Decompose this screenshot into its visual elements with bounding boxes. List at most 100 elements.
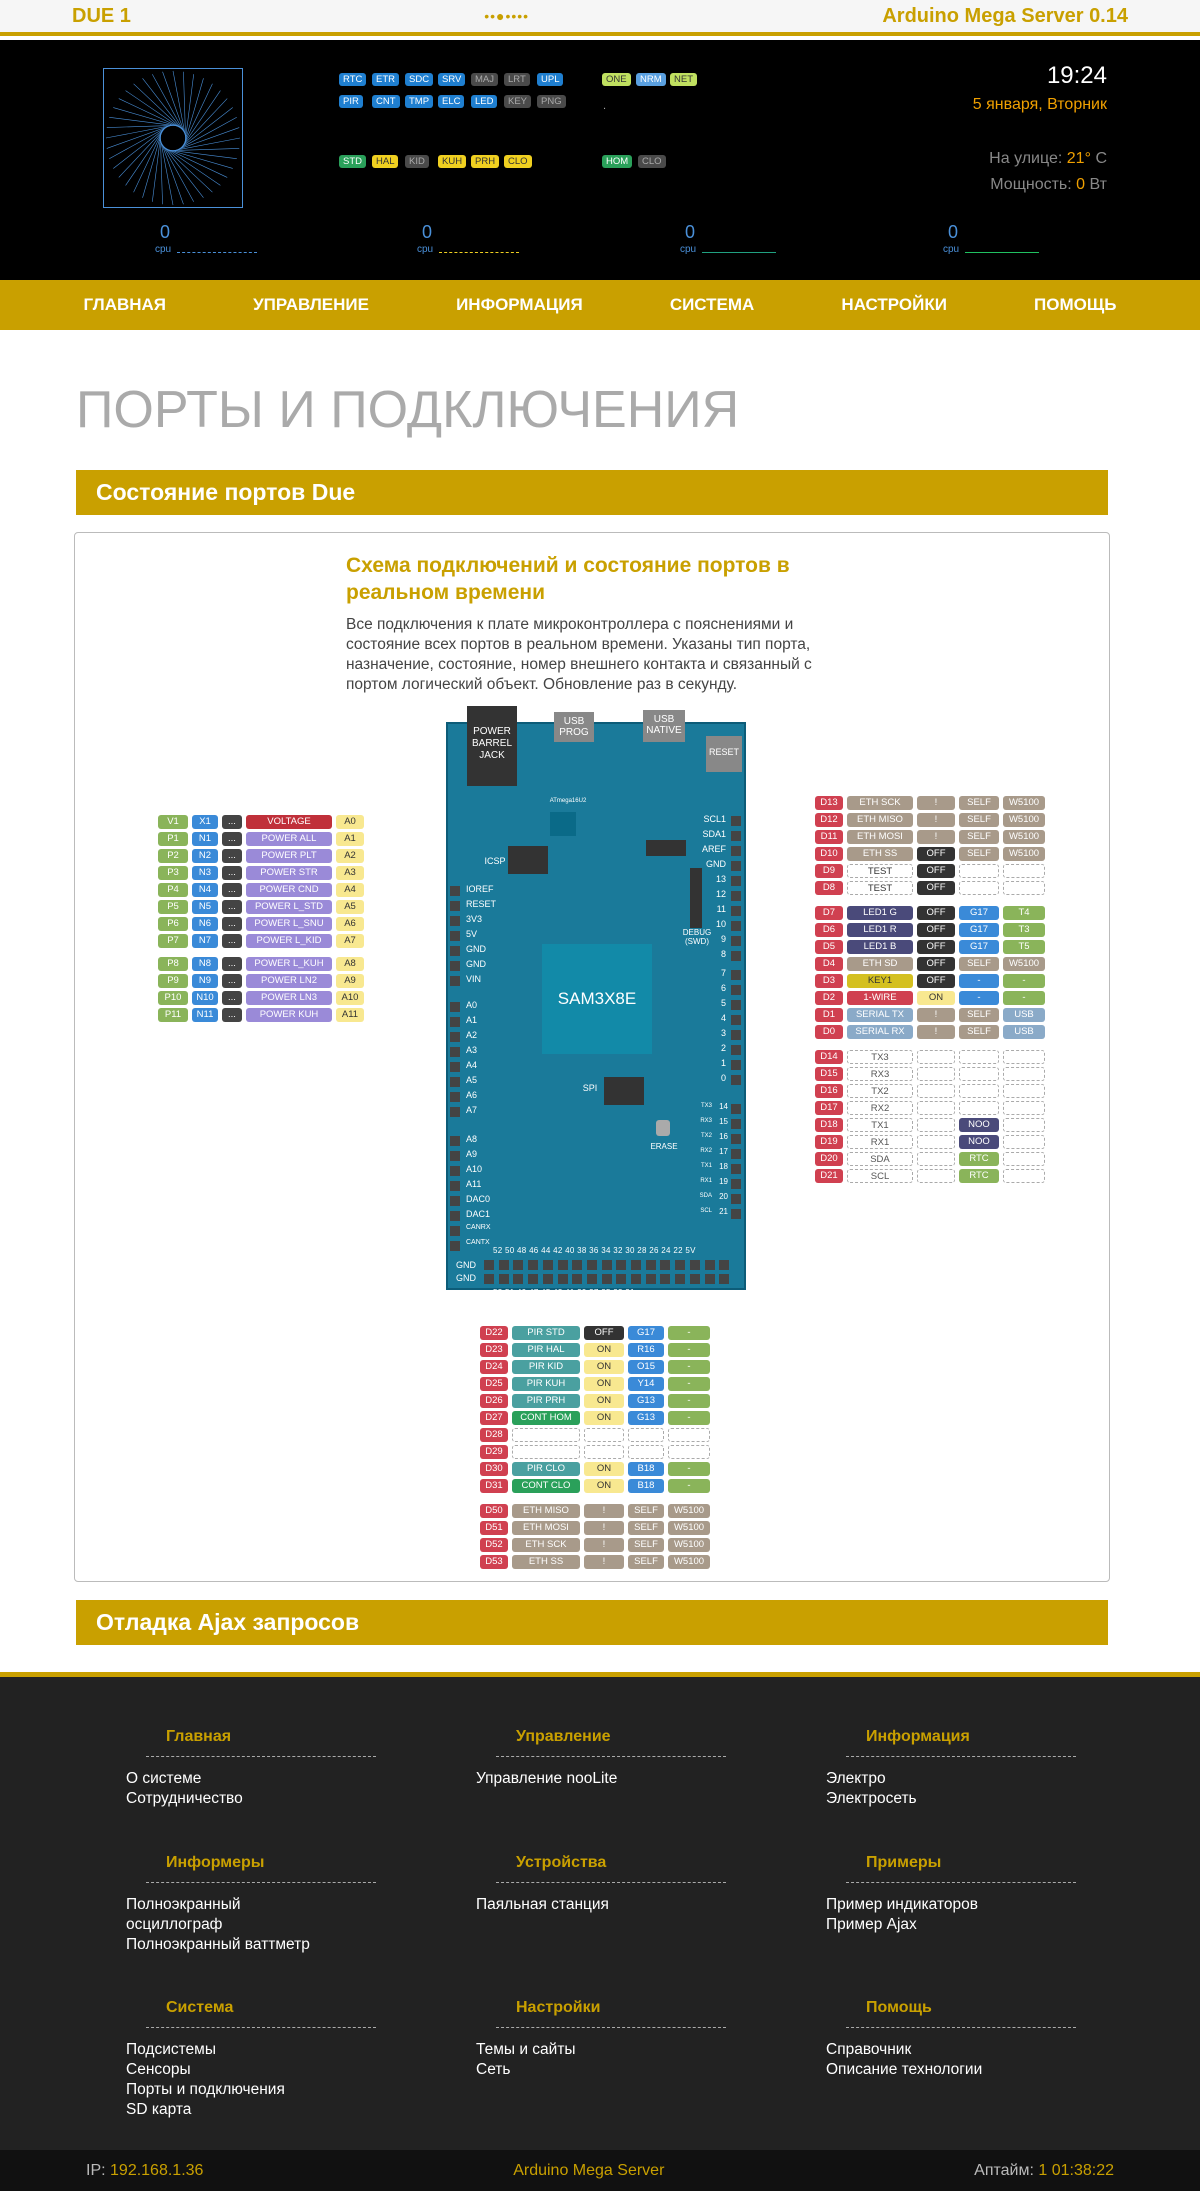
- row-d-label: D3: [815, 974, 843, 988]
- row-device: T3: [1003, 923, 1045, 937]
- pin-sublabel: TX2: [700, 1133, 712, 1139]
- row-state: [917, 1050, 955, 1064]
- badge-clo: CLO: [504, 155, 532, 168]
- row-d-label: D50: [480, 1504, 508, 1518]
- footer-link[interactable]: Электро: [826, 1770, 886, 1787]
- footer-link[interactable]: Справочник: [826, 2041, 912, 2058]
- row-n-label: N9: [192, 974, 218, 988]
- pin-label-d13: 13: [715, 874, 726, 884]
- row-n-label: N8: [192, 957, 218, 971]
- footer-link[interactable]: Пример Ajax: [826, 1916, 917, 1933]
- row-d-label: D7: [815, 906, 843, 920]
- pin-socket: [450, 886, 460, 896]
- pin-sublabel: SDA: [699, 1193, 712, 1199]
- footer-link[interactable]: Сотрудничество: [126, 1790, 243, 1807]
- footer-col-title: Настройки: [516, 1999, 601, 2016]
- footer-link[interactable]: Паяльная станция: [476, 1896, 609, 1913]
- row-object: G17: [959, 923, 999, 937]
- pin-socket: [450, 916, 460, 926]
- badge-png: PNG: [537, 95, 566, 108]
- pin-label-a5: A5: [466, 1075, 478, 1085]
- nav-settings[interactable]: НАСТРОЙКИ: [841, 295, 947, 314]
- pin-socket: [450, 1017, 460, 1027]
- footer-link[interactable]: SD карта: [126, 2101, 192, 2118]
- nav-help[interactable]: ПОМОЩЬ: [1034, 295, 1117, 314]
- pin-label-a3: A3: [466, 1045, 478, 1055]
- row-n-label: X1: [192, 815, 218, 829]
- date: 5 января, Вторник: [972, 96, 1107, 113]
- pin-socket: [660, 1274, 671, 1284]
- ip-info: IP: 192.168.1.36: [86, 2162, 203, 2180]
- pin-label-dac1: DAC1: [466, 1209, 491, 1219]
- pin-label-a2: A2: [466, 1030, 478, 1040]
- row-state: !: [917, 1008, 955, 1022]
- badge-key: KEY: [504, 95, 532, 108]
- ports-panel: [74, 532, 1110, 1582]
- row-pin: A11: [336, 1008, 364, 1022]
- nav-info[interactable]: ИНФОРМАЦИЯ: [456, 295, 583, 314]
- nav-system[interactable]: СИСТЕМА: [669, 295, 755, 314]
- row-n-label: N2: [192, 849, 218, 863]
- badge-srv: SRV: [438, 73, 466, 86]
- pin-label-d17: 17: [719, 1147, 728, 1156]
- pin-socket: [450, 931, 460, 941]
- pin-label-reset: RESET: [466, 899, 497, 909]
- badge-elc: ELC: [438, 95, 465, 108]
- usb-native-port: USB NATIVE: [643, 710, 685, 742]
- row-v-label: P11: [158, 1008, 188, 1022]
- pin-socket: [731, 876, 741, 886]
- row-d-label: D53: [480, 1555, 508, 1569]
- row-device: W5100: [668, 1555, 710, 1569]
- footer-col-title: Информеры: [166, 1854, 265, 1871]
- footer-link[interactable]: Описание технологии: [826, 2061, 983, 2078]
- page-title: ПОРТЫ И ПОДКЛЮЧЕНИЯ: [76, 381, 740, 439]
- row-function: 1-WIRE: [847, 991, 913, 1005]
- footer-link[interactable]: Подсистемы: [126, 2041, 216, 2058]
- nav-control[interactable]: УПРАВЛЕНИЕ: [253, 295, 369, 314]
- footer-link[interactable]: Темы и сайты: [476, 2041, 576, 2058]
- pin-label-d15: 15: [719, 1117, 728, 1126]
- pin-label-d21: 21: [719, 1207, 728, 1216]
- uptime-label: Аптайм:: [974, 2161, 1034, 2179]
- footer-link[interactable]: Порты и подключения: [126, 2081, 285, 2098]
- row-device: USB: [1003, 1025, 1045, 1039]
- footer-link[interactable]: Электросеть: [826, 1790, 917, 1807]
- pin-socket: [731, 1104, 741, 1114]
- row-d-label: D20: [815, 1152, 843, 1166]
- row-state: ON: [584, 1377, 624, 1391]
- row-object: SELF: [628, 1538, 664, 1552]
- pin-label-d7: 7: [720, 968, 726, 978]
- row-object: -: [959, 991, 999, 1005]
- pin-socket: [450, 1166, 460, 1176]
- footer-link[interactable]: Полноэкранный ваттметр: [126, 1936, 310, 1953]
- row-state: !: [917, 796, 955, 810]
- row-state: [584, 1445, 624, 1459]
- pin-socket: [631, 1274, 641, 1284]
- pin-socket: [586, 1274, 597, 1284]
- spi-label: SPI: [582, 1083, 598, 1093]
- footer-link[interactable]: Полноэкранный осциллограф: [126, 1896, 241, 1933]
- footer-link[interactable]: Управление nooLite: [476, 1770, 618, 1787]
- pin-label-dgnd: GND: [706, 859, 726, 869]
- pin-socket: [645, 1260, 656, 1270]
- pin-socket: [586, 1260, 597, 1270]
- footer-link[interactable]: Сеть: [476, 2061, 511, 2078]
- row-state: OFF: [917, 847, 955, 861]
- row-d-label: D18: [815, 1118, 843, 1132]
- status-bar: IP: 192.168.1.36 Arduino Mega Server Апт…: [0, 2150, 1200, 2191]
- main-nav: ГЛАВНАЯ УПРАВЛЕНИЕ ИНФОРМАЦИЯ СИСТЕМА НА…: [0, 280, 1200, 330]
- pin-socket: [731, 985, 741, 995]
- footer-link[interactable]: Сенсоры: [126, 2061, 191, 2078]
- pin-socket: [513, 1274, 524, 1284]
- row-state: ON: [584, 1462, 624, 1476]
- row-state: OFF: [917, 923, 955, 937]
- row-v-label: P6: [158, 917, 188, 931]
- footer-link[interactable]: Пример индикаторов: [826, 1896, 978, 1913]
- nav-home[interactable]: ГЛАВНАЯ: [83, 295, 167, 314]
- footer-link[interactable]: О системе: [126, 1770, 202, 1787]
